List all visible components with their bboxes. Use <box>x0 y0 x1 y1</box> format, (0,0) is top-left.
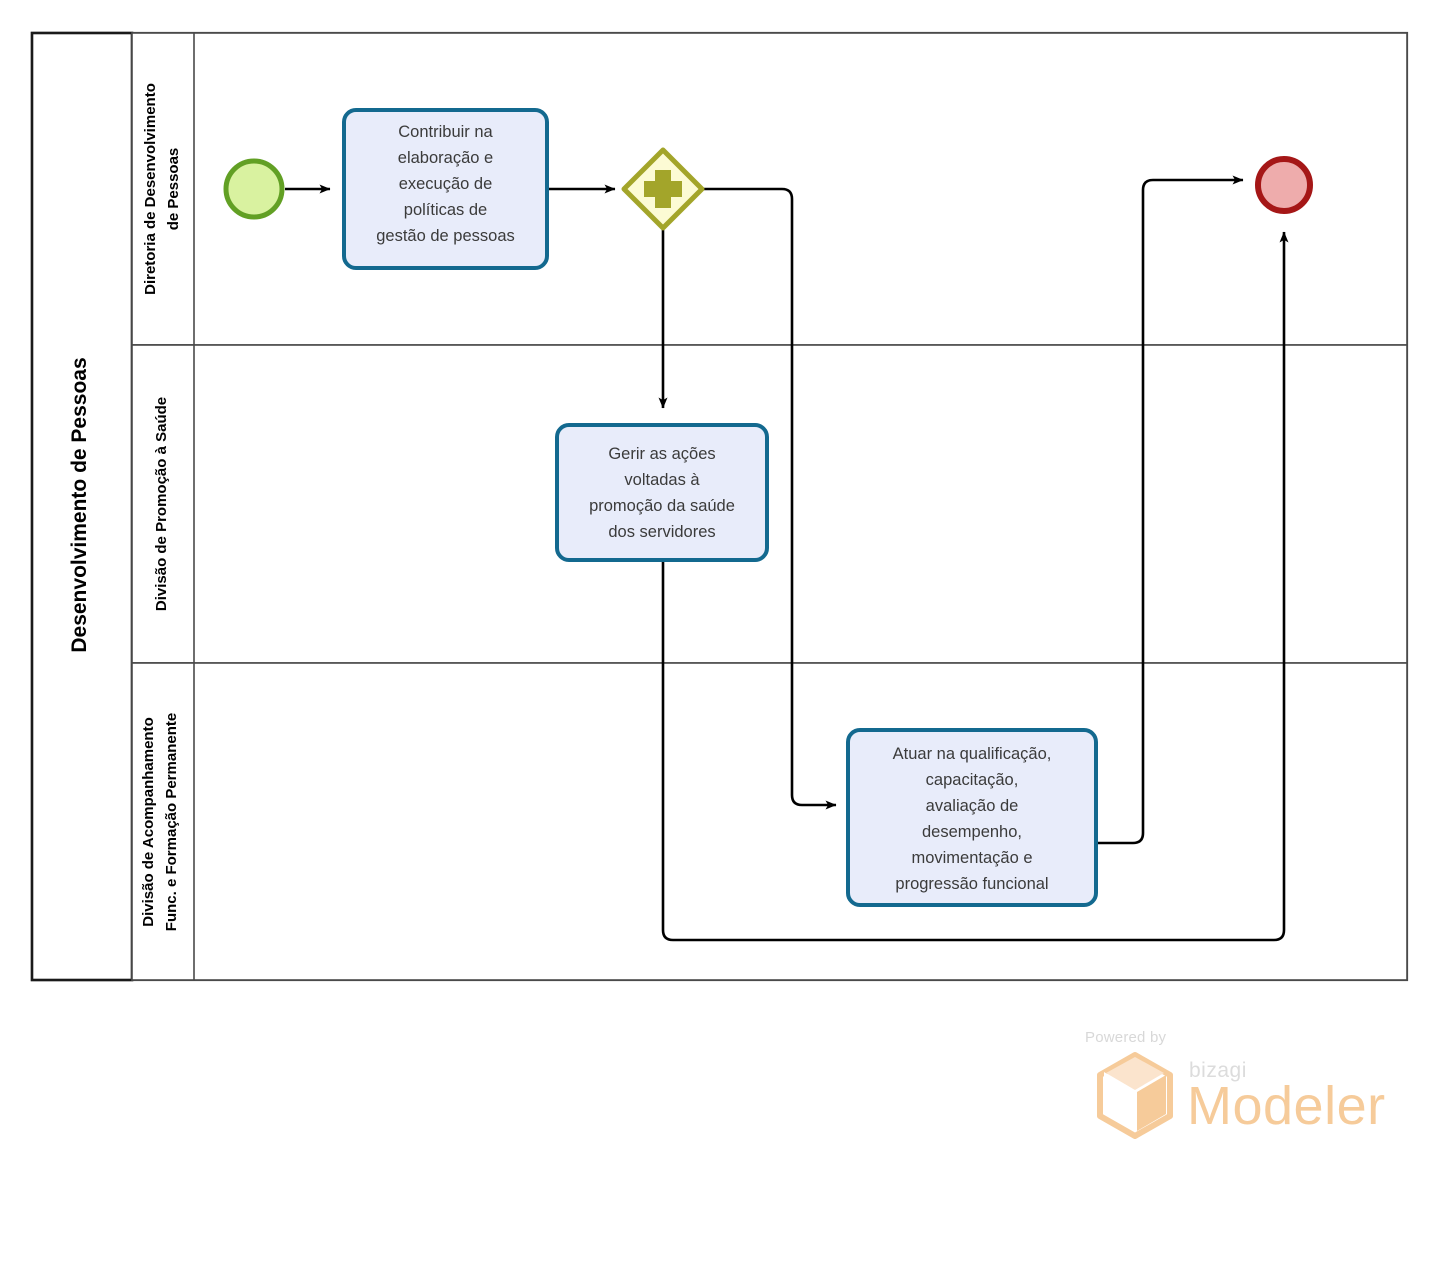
bizagi-logo-icon <box>1097 1052 1173 1139</box>
task-politicas-line-3: execução de <box>399 175 493 193</box>
hexagon-right-face-icon <box>1137 1075 1166 1131</box>
hexagon-top-face-icon <box>1106 1057 1164 1090</box>
task-qualificacao-box[interactable] <box>846 728 1098 907</box>
lane-2-body <box>131 344 1408 664</box>
parallel-gateway[interactable] <box>621 147 705 231</box>
hexagon-inner-mask <box>1104 1072 1137 1131</box>
task-politicas-line-1: Contribuir na <box>398 123 493 141</box>
end-event-circle[interactable] <box>1255 156 1313 214</box>
watermark-powered-by: Powered by <box>1085 1029 1167 1046</box>
task-qualificacao-line-5: movimentação e <box>911 849 1032 867</box>
sequence-flows <box>285 175 1289 942</box>
task-saude-line-2: voltadas à <box>624 471 700 489</box>
task-qualificacao[interactable]: Atuar na qualificação, capacitação, aval… <box>846 728 1098 907</box>
lane-3-title-band <box>131 662 195 981</box>
task-saude-line-1: Gerir as ações <box>608 445 715 463</box>
lane-1-label-line1: Diretoria de Desenvolvimento <box>142 83 159 295</box>
watermark-brand: bizagi <box>1189 1059 1247 1082</box>
start-event-circle[interactable] <box>223 158 285 220</box>
task-politicas-line-2: elaboração e <box>398 149 493 167</box>
task-politicas-line-5: gestão de pessoas <box>376 227 515 245</box>
pool-title: Desenvolvimento de Pessoas <box>68 357 91 652</box>
flow-gateway-to-task3 <box>702 187 837 810</box>
task-saude[interactable]: Gerir as ações voltadas à promoção da sa… <box>555 423 769 562</box>
end-event[interactable] <box>1255 156 1313 214</box>
lane-2-label-line1: Divisão de Promoção à Saúde <box>153 397 170 611</box>
lane-2-title-band <box>131 344 195 664</box>
task-saude-line-4: dos servidores <box>608 523 715 541</box>
lane-1-title-band <box>131 32 195 346</box>
plus-icon-horizontal <box>644 181 682 197</box>
start-event[interactable] <box>223 158 285 220</box>
task-politicas[interactable]: Contribuir na elaboração e execução de p… <box>342 108 549 270</box>
flow-task2-to-end <box>661 231 1289 942</box>
watermark-product: Modeler <box>1187 1076 1386 1136</box>
task-saude-box[interactable] <box>555 423 769 562</box>
lane-1-label-line2: de Pessoas <box>165 148 182 231</box>
bizagi-watermark: Powered by bizagi Modeler <box>1085 1029 1386 1139</box>
flow-task3-to-end <box>1096 175 1244 845</box>
lane-3-label-line2: Func. e Formação Permanente <box>163 713 180 931</box>
lane-3-label-line1: Divisão de Acompanhamento <box>140 717 157 927</box>
task-politicas-line-4: políticas de <box>404 201 487 219</box>
lane-3-body <box>131 662 1408 981</box>
hexagon-outline-icon <box>1097 1052 1173 1139</box>
task-politicas-box[interactable] <box>342 108 549 270</box>
pool-title-band <box>30 31 134 982</box>
task-qualificacao-line-2: capacitação, <box>926 771 1019 789</box>
task-qualificacao-line-3: avaliação de <box>926 797 1019 815</box>
task-qualificacao-line-6: progressão funcional <box>895 875 1048 893</box>
lane-acompanhamento-formacao: Divisão de Acompanhamento Func. e Formaç… <box>131 662 1408 981</box>
task-qualificacao-line-4: desempenho, <box>922 823 1022 841</box>
lane-promocao-saude: Divisão de Promoção à Saúde <box>131 344 1408 664</box>
task-qualificacao-line-1: Atuar na qualificação, <box>893 745 1052 763</box>
lane-group: Diretoria de Desenvolvimento de Pessoas … <box>131 32 1408 981</box>
task-saude-line-3: promoção da saúde <box>589 497 735 515</box>
